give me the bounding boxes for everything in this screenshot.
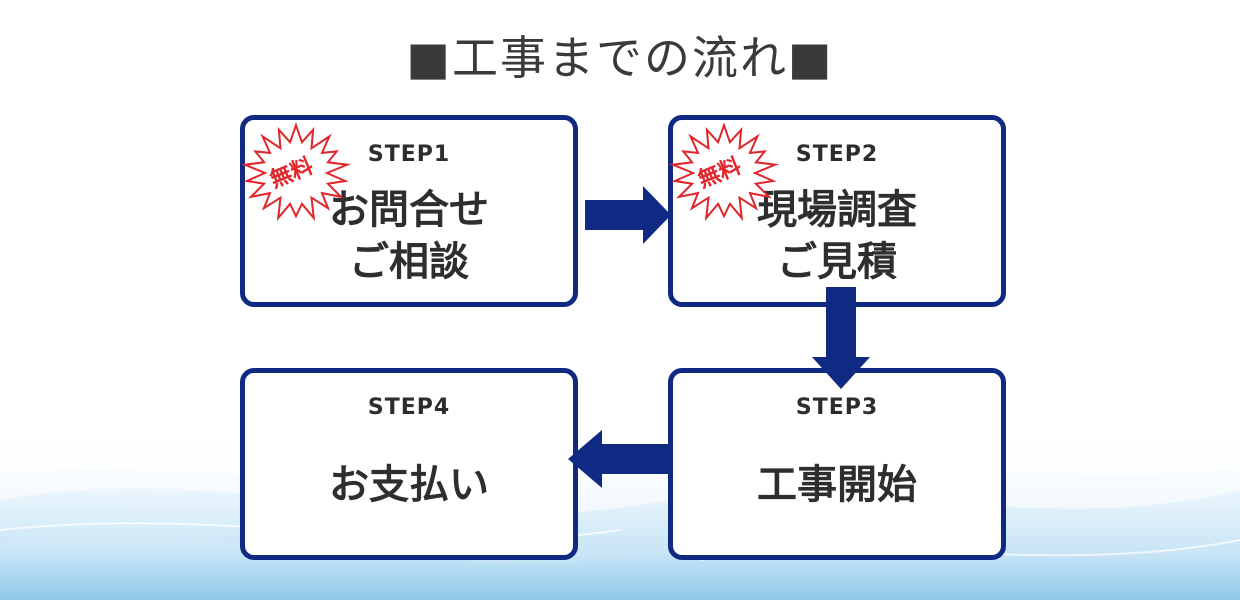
step-title-line: 現場調査 — [757, 187, 917, 233]
arrow-right-icon — [585, 186, 671, 244]
free-burst-badge-2: 無料 — [668, 122, 780, 222]
step-title: 現場調査 ご見積 — [673, 184, 1001, 288]
arrow-down-icon — [812, 287, 870, 389]
step-box-4: STEP4 お支払い — [240, 368, 578, 560]
step-title-line: 工事開始 — [757, 462, 917, 508]
page-title: ■工事までの流れ■ — [406, 31, 834, 85]
arrow-left-icon — [568, 430, 670, 488]
burst-icon — [240, 122, 352, 222]
step-label: STEP4 — [367, 395, 451, 420]
step-title: お支払い — [245, 459, 573, 511]
step-title-line: お支払い — [329, 462, 489, 508]
step-box-3: STEP3 工事開始 — [668, 368, 1006, 560]
step-title: 工事開始 — [673, 459, 1001, 511]
burst-icon — [668, 122, 780, 222]
step-title-line: ご相談 — [349, 239, 469, 285]
step-title: お問合せ ご相談 — [245, 184, 573, 288]
step-box-1: STEP1 お問合せ ご相談 — [240, 115, 578, 307]
free-burst-badge-1: 無料 — [240, 122, 352, 222]
step-title-line: ご見積 — [777, 239, 897, 285]
step-label: STEP1 — [367, 142, 451, 167]
step-label: STEP3 — [795, 395, 879, 420]
step-title-line: お問合せ — [329, 187, 489, 233]
step-label: STEP2 — [795, 142, 879, 167]
